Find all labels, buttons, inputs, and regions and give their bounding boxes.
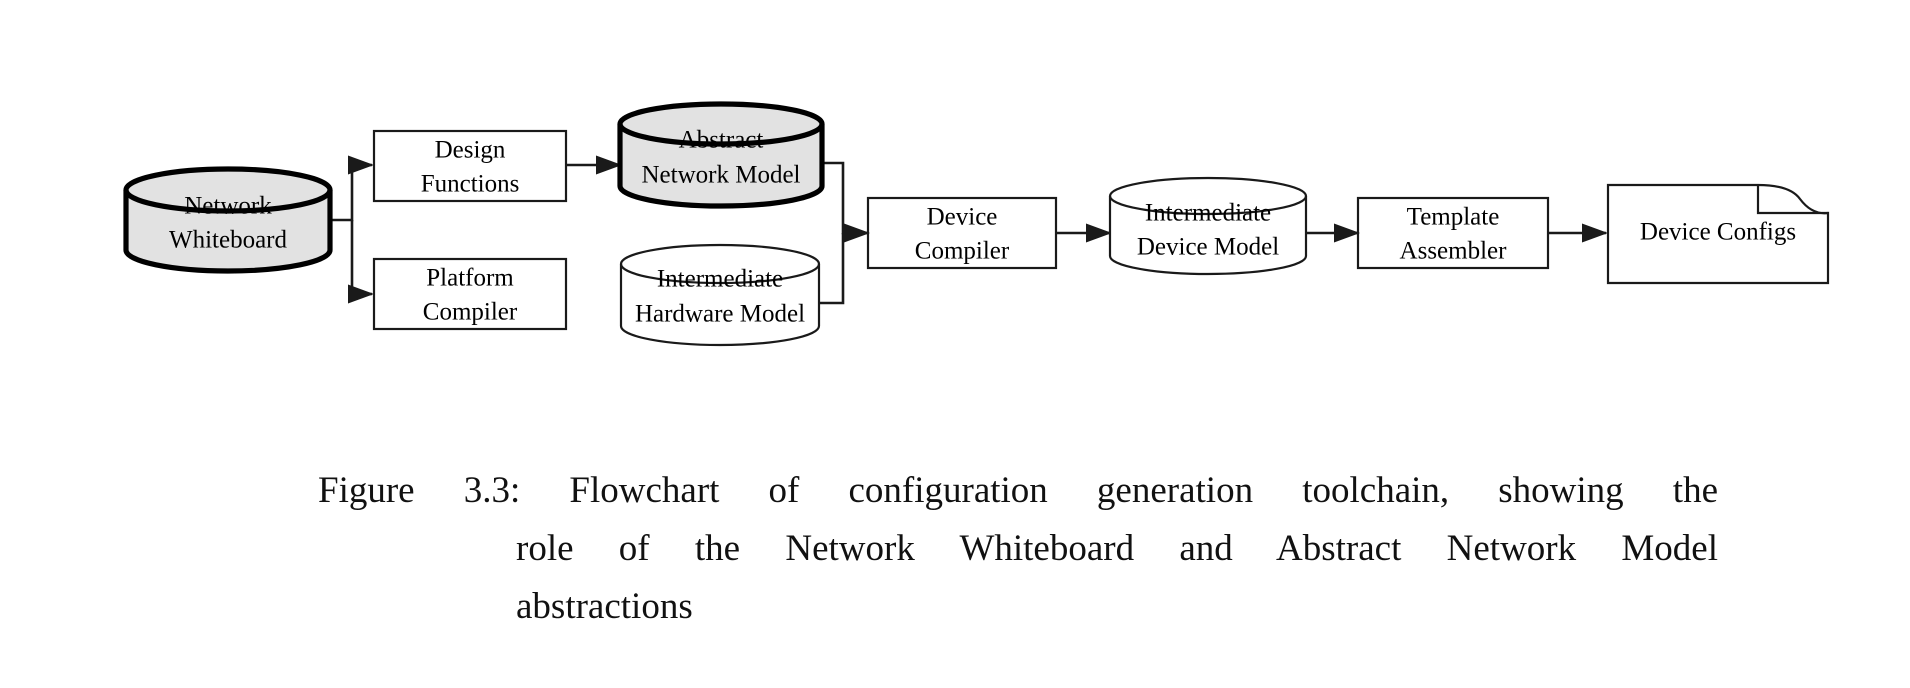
- edge-whiteboard-to-platform-compiler: [348, 220, 374, 304]
- node-label-design-functions-line1: Design: [435, 137, 506, 164]
- edge-intermediate-hardware-model-to-device-compiler: [818, 233, 845, 305]
- edge-abstract-network-model-to-device-compiler: [820, 161, 870, 243]
- figure-caption: Figure 3.3: Flowchart of configuration g…: [318, 462, 1718, 636]
- node-label-network-whiteboard-line2: Whiteboard: [169, 227, 288, 254]
- caption-line-2: role of the Network Whiteboard and Abstr…: [516, 528, 1718, 569]
- node-network-whiteboard[interactable]: Network Whiteboard: [123, 166, 333, 274]
- node-label-platform-compiler-line2: Compiler: [423, 299, 518, 326]
- edge-design-functions-to-abstract-network-model: [566, 155, 622, 175]
- node-design-functions[interactable]: Design Functions: [372, 129, 568, 203]
- node-device-configs[interactable]: Device Configs: [1606, 183, 1830, 285]
- node-label-abstract-network-model-line1: Abstract: [679, 127, 764, 154]
- node-label-device-compiler-line2: Compiler: [915, 238, 1010, 265]
- caption-line-3: abstractions: [516, 586, 693, 627]
- node-label-intermediate-device-model-line2: Device Model: [1137, 234, 1279, 261]
- edge-intermediate-device-model-to-template-assembler: [1306, 223, 1360, 243]
- caption-line-1-text: Flowchart of configuration generation to…: [569, 470, 1718, 511]
- edge-template-assembler-to-device-configs: [1548, 223, 1608, 243]
- node-label-design-functions-line2: Functions: [421, 171, 520, 198]
- caption-figure-label: Figure 3.3:: [318, 470, 521, 511]
- caption-line-1: Figure 3.3: Flowchart of configuration g…: [318, 462, 1718, 520]
- node-label-platform-compiler-line1: Platform: [426, 265, 514, 292]
- node-template-assembler[interactable]: Template Assembler: [1356, 196, 1550, 270]
- node-abstract-network-model[interactable]: Abstract Network Model: [617, 101, 825, 209]
- node-intermediate-hardware-model[interactable]: Intermediate Hardware Model: [619, 243, 821, 347]
- node-label-abstract-network-model-line2: Network Model: [642, 162, 801, 189]
- node-label-intermediate-device-model-line1: Intermediate: [1145, 200, 1271, 227]
- node-label-intermediate-hardware-model-line1: Intermediate: [657, 266, 783, 293]
- node-label-template-assembler-line2: Assembler: [1400, 238, 1508, 265]
- node-label-network-whiteboard-line1: Network: [184, 193, 272, 220]
- node-platform-compiler[interactable]: Platform Compiler: [372, 257, 568, 331]
- edge-device-compiler-to-intermediate-device-model: [1056, 223, 1112, 243]
- node-label-device-configs: Device Configs: [1640, 219, 1796, 246]
- node-label-intermediate-hardware-model-line2: Hardware Model: [635, 301, 805, 328]
- node-label-template-assembler-line1: Template: [1407, 204, 1500, 231]
- node-device-compiler[interactable]: Device Compiler: [866, 196, 1058, 270]
- connector-layer: [330, 155, 1608, 305]
- node-intermediate-device-model[interactable]: Intermediate Device Model: [1108, 176, 1308, 276]
- node-label-device-compiler-line1: Device: [927, 204, 998, 231]
- edge-whiteboard-to-design-functions: [330, 155, 374, 222]
- flowchart-diagram: Network Whiteboard Design Functions Plat…: [123, 101, 1830, 347]
